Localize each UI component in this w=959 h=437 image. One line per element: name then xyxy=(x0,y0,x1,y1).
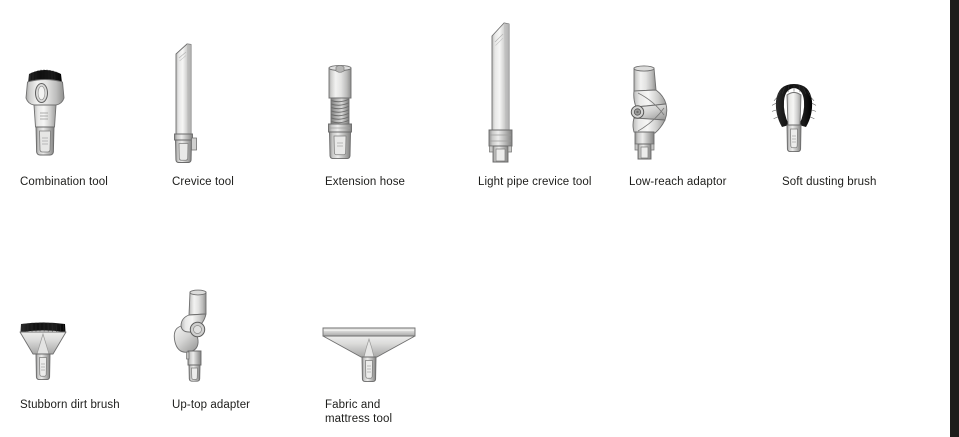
tool-label-fabric-and-mattress-tool: Fabric and mattress tool xyxy=(325,399,393,425)
low-reach-adaptor-illustration xyxy=(630,65,668,160)
up-top-adapter-illustration xyxy=(173,289,207,382)
tool-label-up-top-adapter: Up-top adapter xyxy=(172,399,251,411)
soft-dusting-brush-illustration xyxy=(771,84,817,153)
tool-label-combination-tool: Combination tool xyxy=(20,176,108,188)
tool-label-stubborn-dirt-brush: Stubborn dirt brush xyxy=(20,399,120,411)
tool-item-up-top-adapter[interactable] xyxy=(168,288,226,385)
combination-tool-illustration xyxy=(25,69,65,156)
tool-item-extension-hose[interactable] xyxy=(320,62,366,165)
extension-hose-illustration xyxy=(328,64,352,160)
tool-label-light-pipe-crevice-tool: Light pipe crevice tool xyxy=(478,176,592,188)
tool-item-fabric-and-mattress-tool[interactable] xyxy=(318,325,424,385)
tool-label-extension-hose: Extension hose xyxy=(325,176,406,188)
tool-label-soft-dusting-brush: Soft dusting brush xyxy=(782,176,877,188)
tool-item-light-pipe-crevice-tool[interactable] xyxy=(480,18,526,165)
tool-item-combination-tool[interactable] xyxy=(14,60,84,165)
tool-label-crevice-tool: Crevice tool xyxy=(172,176,234,188)
crevice-tool-illustration xyxy=(174,43,197,163)
tool-item-soft-dusting-brush[interactable] xyxy=(770,82,822,165)
tool-item-crevice-tool[interactable] xyxy=(166,38,216,165)
fabric-and-mattress-tool-illustration xyxy=(322,327,416,383)
stubborn-dirt-brush-illustration xyxy=(19,322,67,381)
tool-label-low-reach-adaptor: Low-reach adaptor xyxy=(629,176,727,188)
tool-item-stubborn-dirt-brush[interactable] xyxy=(14,320,76,385)
tool-item-low-reach-adaptor[interactable] xyxy=(624,62,680,165)
page-edge-bar xyxy=(950,0,959,437)
light-pipe-crevice-tool-illustration xyxy=(488,22,513,163)
